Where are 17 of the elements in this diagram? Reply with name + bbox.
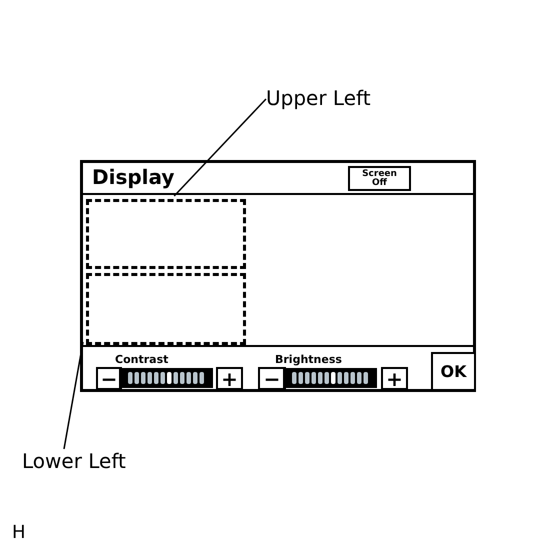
leader-line [174,98,267,197]
minus-button: − [96,367,122,390]
figure-code: H [12,522,26,543]
display-screen [80,160,476,392]
ok-button: OK [431,352,476,391]
screen-title: Display [92,165,174,189]
plus-button: + [381,367,408,390]
screen-off-button: Screen Off [348,166,411,191]
plus-button: + [216,367,243,390]
control-label: Brightness [275,353,342,366]
minus-button: − [258,367,286,390]
control-label: Contrast [115,353,168,366]
callout-label: Lower Left [22,449,162,475]
callout-label: Upper Left [266,86,406,112]
dashed-region [86,273,246,345]
dashed-region [86,199,246,269]
leader-line [63,342,84,450]
